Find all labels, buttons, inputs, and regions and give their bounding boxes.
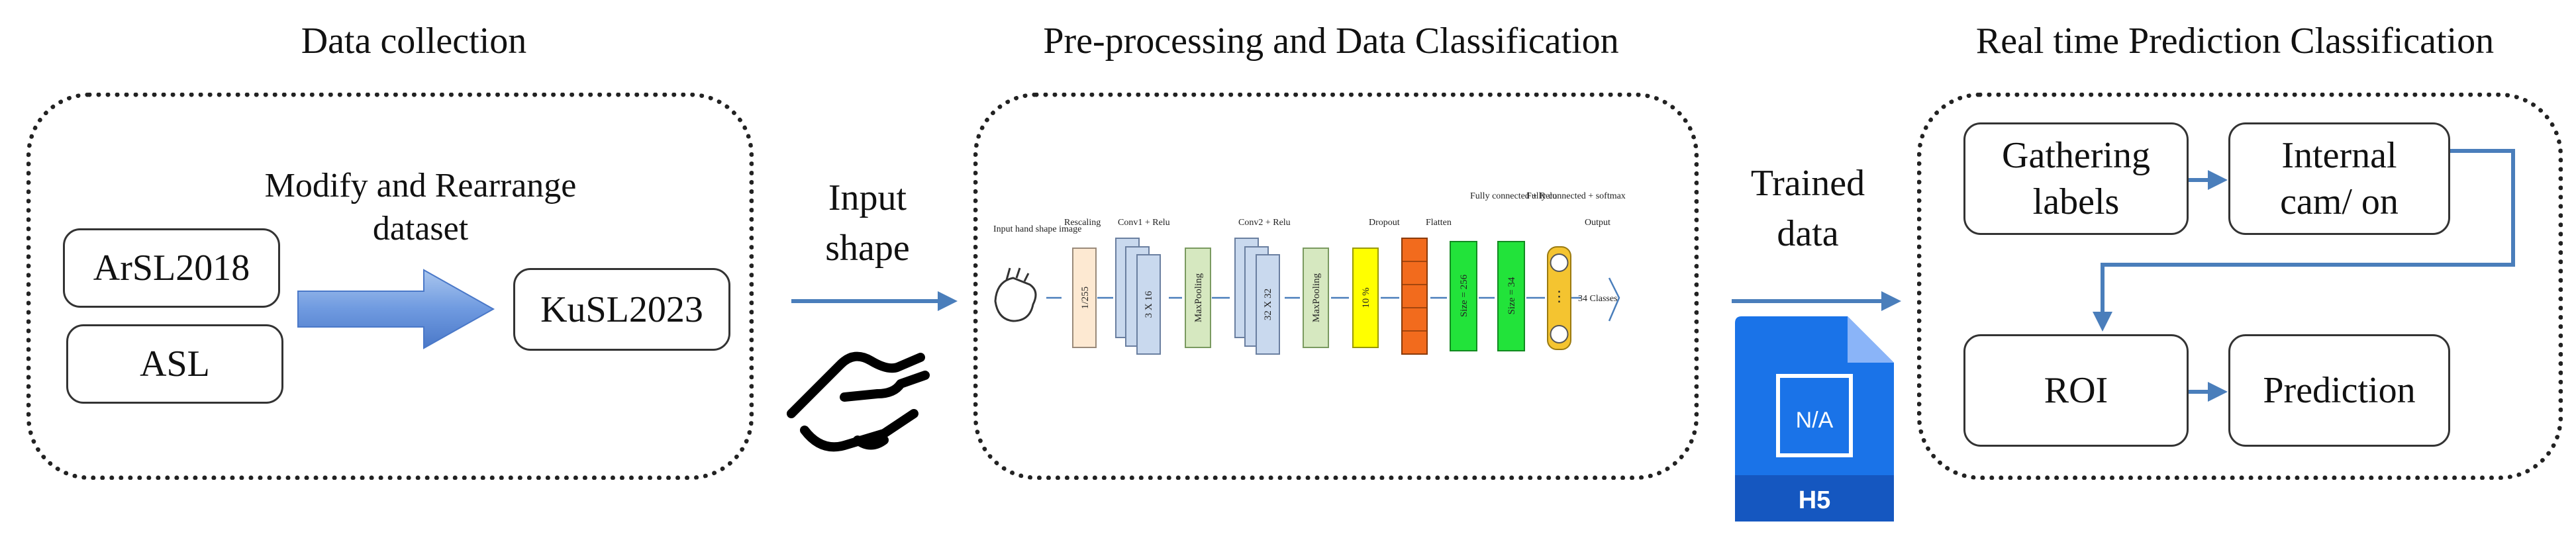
panel-preprocessing: [973, 93, 1699, 480]
svg-text:10 %: 10 %: [1361, 287, 1371, 308]
svg-text:Size = 34: Size = 34: [1507, 277, 1517, 314]
h5-icon-top-text: N/A: [1796, 408, 1834, 433]
svg-text:Size = 256: Size = 256: [1459, 274, 1469, 317]
cnn-dense-34-block: [1497, 241, 1525, 351]
svg-text:MaxPooling: MaxPooling: [1193, 273, 1204, 322]
cnn-label-output: Output: [1585, 218, 1610, 228]
cnn-maxpool1-block: [1185, 248, 1211, 348]
svg-text:⋮: ⋮: [1552, 288, 1567, 304]
output-kusl2023-box: KuSL2023: [513, 268, 730, 351]
cnn-conv2-block-3: [1256, 254, 1280, 355]
h5-icon-bottom-text: H5: [1799, 486, 1831, 514]
cnn-maxpool2-block: [1303, 248, 1329, 348]
cnn-flatten-block: [1401, 238, 1428, 355]
title-preprocessing: Pre-processing and Data Classification: [1043, 21, 1619, 62]
cnn-input-hand-icon: [994, 267, 1037, 322]
cnn-arrows: [1046, 277, 1620, 322]
cnn-output-node-bottom: [1550, 325, 1569, 343]
svg-text:32 X 32: 32 X 32: [1263, 289, 1273, 320]
cnn-dropout-block: [1352, 248, 1379, 348]
cnn-rescaling-block: [1072, 248, 1097, 348]
svg-text:MaxPooling: MaxPooling: [1311, 273, 1322, 322]
title-realtime-prediction: Real time Prediction Classification: [1975, 21, 2495, 62]
h5-file-icon: N/A H5: [1735, 316, 1894, 521]
cnn-label-conv1: Conv1 + Relu: [1118, 218, 1170, 228]
hand-gesture-icon: [787, 351, 930, 452]
input-shape-label: Input shape: [825, 177, 910, 269]
internal-cam-box: Internal cam/ on: [2228, 122, 2450, 235]
cnn-label-input: Input hand shape image: [993, 224, 1081, 234]
cnn-label-rescaling: Rescaling: [1064, 218, 1101, 228]
cnn-conv1-block-3: [1136, 254, 1161, 355]
cnn-label-fc-relu: Fully connected + Relu: [1470, 191, 1557, 201]
cnn-output-node-top: [1550, 253, 1569, 272]
trained-data-label: Trained data: [1750, 163, 1865, 254]
svg-text:1/255: 1/255: [1080, 287, 1091, 309]
source-asl-box: ASL: [66, 324, 283, 404]
svg-text:3 X 16: 3 X 16: [1144, 291, 1154, 318]
gathering-labels-box: Gathering labels: [1963, 122, 2189, 235]
cnn-label-conv2: Conv2 + Relu: [1238, 218, 1291, 228]
cnn-label-flatten: Flatten: [1426, 218, 1452, 228]
panel-data-collection: [26, 93, 754, 480]
modify-rearrange-label: Modify and Rearrange dataset: [264, 167, 577, 248]
cnn-label-fc-softmax: Fully connected + softmax: [1526, 191, 1626, 201]
source-arsl2018-box: ArSL2018: [63, 228, 280, 308]
cnn-architecture-diagram: Input hand shape image Rescaling Conv1 +…: [993, 191, 1626, 355]
cnn-stage-labels: Input hand shape image Rescaling Conv1 +…: [993, 191, 1626, 234]
prediction-box: Prediction: [2228, 334, 2450, 447]
cnn-classes-label: 34 Classes: [1578, 294, 1618, 304]
cnn-dense-256-block: [1450, 241, 1477, 351]
roi-box: ROI: [1963, 334, 2189, 447]
title-data-collection: Data collection: [301, 21, 527, 62]
cnn-label-dropout: Dropout: [1369, 218, 1400, 228]
panel-realtime-prediction: [1917, 93, 2563, 480]
cnn-output-block: [1547, 246, 1571, 350]
